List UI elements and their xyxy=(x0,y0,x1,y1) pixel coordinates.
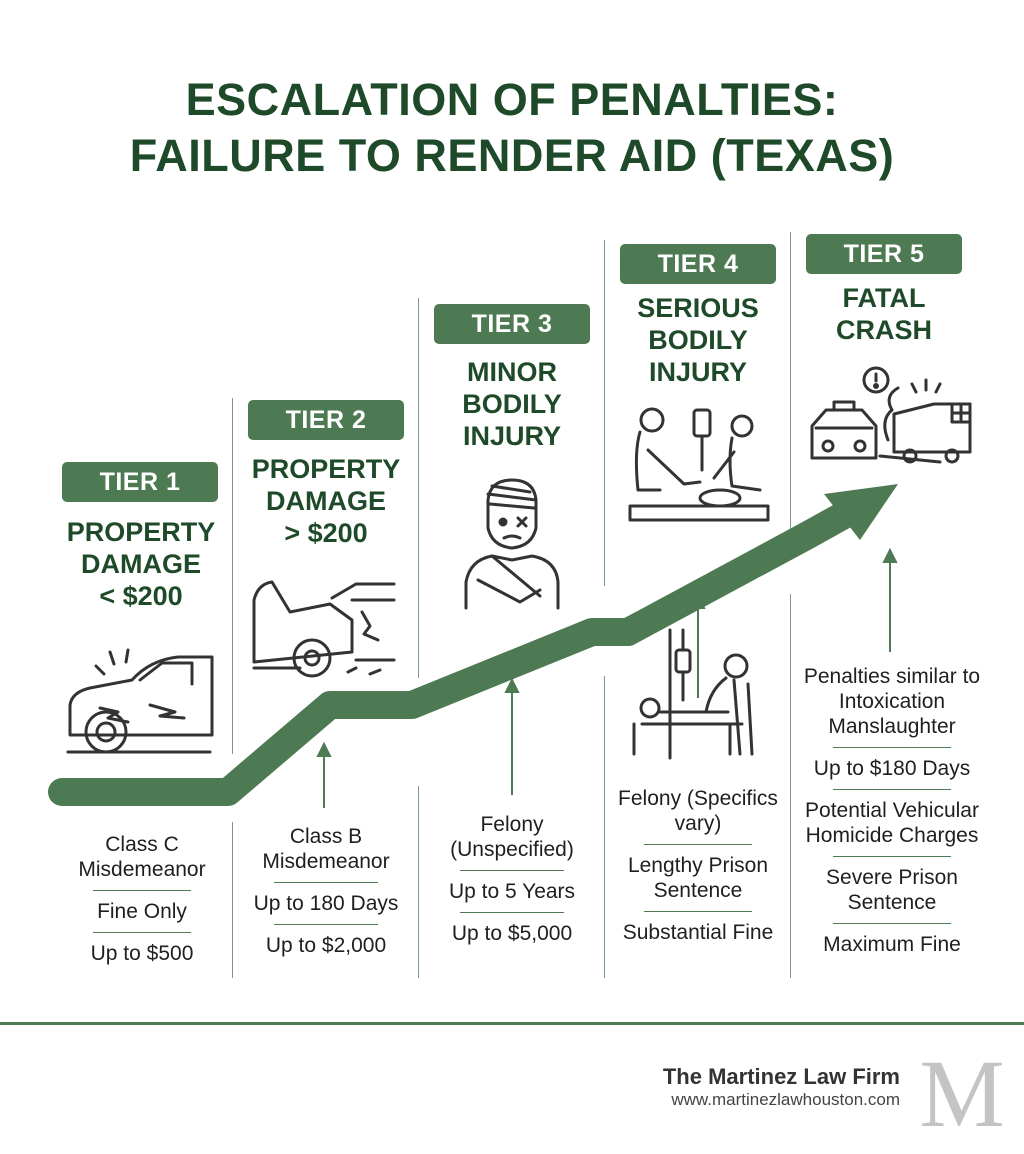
tier-2-heading: PROPERTY DAMAGE > $200 xyxy=(251,454,401,548)
penalty-item: Up to $5,000 xyxy=(451,922,573,945)
separator xyxy=(833,789,951,790)
title-line-1: ESCALATION OF PENALTIES: xyxy=(185,74,839,125)
medical-care-icon xyxy=(628,407,770,522)
damaged-car-icon xyxy=(66,648,214,754)
escalation-arrow xyxy=(48,484,898,806)
separator xyxy=(833,747,951,748)
separator xyxy=(644,844,752,845)
tier-5-badge: TIER 5 xyxy=(806,234,962,274)
tier-5-heading: FATAL CRASH xyxy=(835,283,932,345)
penalty-item: Up to $2,000 xyxy=(265,934,387,957)
separator xyxy=(92,890,192,891)
penalty-item: Substantial Fine xyxy=(622,921,774,944)
page-title: ESCALATION OF PENALTIES: FAILURE TO REND… xyxy=(0,72,1024,184)
tier-5-penalties: Penalties similar to Intoxication Mansla… xyxy=(794,662,990,959)
penalty-item: Potential Vehicular Homicide Charges xyxy=(805,799,979,847)
separator xyxy=(460,912,564,913)
separator xyxy=(644,911,752,912)
tier-4-heading: SERIOUS BODILY INJURY xyxy=(637,293,759,387)
penalty-item: Felony (Unspecified) xyxy=(450,813,574,861)
firm-name: The Martinez Law Firm xyxy=(662,1064,900,1089)
tier-4-penalties: Felony (Specifics vary) Lengthy Prison S… xyxy=(608,784,788,947)
column-divider xyxy=(790,594,791,978)
separator xyxy=(92,932,192,933)
tier-3-heading: MINOR BODILY INJURY xyxy=(462,357,562,451)
column-divider xyxy=(418,786,419,978)
penalty-item: Penalties similar to Intoxication Mansla… xyxy=(803,665,981,738)
column-divider xyxy=(232,822,233,978)
column-divider xyxy=(790,232,791,530)
tier-3-penalties: Felony (Unspecified) Up to 5 Years Up to… xyxy=(426,810,598,948)
column-divider xyxy=(604,240,605,586)
penalty-item: Class C Misdemeanor xyxy=(78,833,206,881)
separator xyxy=(274,924,378,925)
penalty-item: Felony (Specifics vary) xyxy=(618,787,778,835)
penalty-item: Up to $180 Days xyxy=(813,757,971,780)
tier-1-badge: TIER 1 xyxy=(62,462,218,502)
emergency-scene-icon xyxy=(810,366,972,464)
column-divider xyxy=(604,676,605,978)
separator xyxy=(833,923,951,924)
firm-logo-icon: M xyxy=(919,1040,1004,1140)
separator xyxy=(274,882,378,883)
tier-1-penalties: Class C Misdemeanor Fine Only Up to $500 xyxy=(60,830,224,968)
separator xyxy=(833,856,951,857)
title-line-2: FAILURE TO RENDER AID (TEXAS) xyxy=(129,130,895,181)
logo-letter: M xyxy=(919,1040,1004,1140)
pointer-arrows xyxy=(316,547,898,808)
footer-divider xyxy=(0,1022,1024,1025)
tier-1-heading: PROPERTY DAMAGE < $200 xyxy=(66,517,216,611)
injured-person-icon xyxy=(464,478,560,610)
column-divider xyxy=(232,398,233,754)
penalty-item: Maximum Fine xyxy=(823,933,961,956)
penalty-item: Class B Misdemeanor xyxy=(262,825,390,873)
penalty-item: Up to 5 Years xyxy=(448,880,576,903)
penalty-item: Severe Prison Sentence xyxy=(826,866,958,914)
penalty-item: Lengthy Prison Sentence xyxy=(627,854,769,902)
car-crash-icon xyxy=(252,580,396,678)
tier-2-penalties: Class B Misdemeanor Up to 180 Days Up to… xyxy=(240,822,412,960)
column-divider xyxy=(418,298,419,678)
separator xyxy=(460,870,564,871)
hospital-bed-icon xyxy=(632,628,754,760)
firm-website: www.martinezlawhouston.com xyxy=(671,1090,900,1109)
tier-2-badge: TIER 2 xyxy=(248,400,404,440)
penalty-item: Up to 180 Days xyxy=(253,892,399,915)
tier-3-badge: TIER 3 xyxy=(434,304,590,344)
tier-4-badge: TIER 4 xyxy=(620,244,776,284)
penalty-item: Fine Only xyxy=(97,900,187,923)
penalty-item: Up to $500 xyxy=(90,942,194,965)
